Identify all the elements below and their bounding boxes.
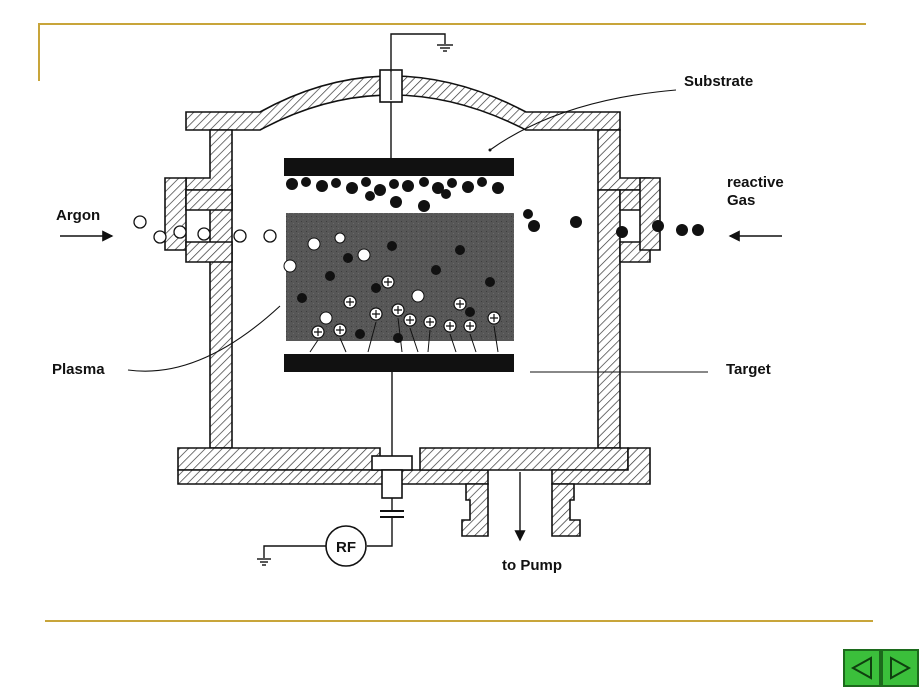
ground-symbol-top	[437, 44, 453, 52]
substrate-leader-line	[489, 89, 677, 151]
frame-left-line	[38, 23, 40, 81]
positive-ions	[311, 275, 501, 339]
plasma-label: Plasma	[52, 361, 105, 378]
previous-slide-button[interactable]	[843, 649, 881, 687]
pump-outlet-left	[461, 483, 489, 537]
argon-atoms	[133, 215, 277, 244]
next-slide-button[interactable]	[881, 649, 919, 687]
rf-label: RF	[336, 539, 356, 556]
chamber-lid	[185, 75, 621, 131]
frame-top-line	[38, 23, 866, 25]
target-label: Target	[726, 361, 771, 378]
argon-label: Argon	[56, 207, 100, 224]
bottom-feedthrough	[371, 455, 413, 471]
reactive-gas-molecules	[523, 209, 704, 238]
ground-wire-top	[390, 33, 446, 72]
pump-outlet-right	[551, 483, 581, 537]
chamber-floor	[177, 447, 381, 471]
argon-inlet-port	[164, 177, 187, 251]
triangle-right-icon	[890, 656, 912, 680]
reactive-gas-label-line1: reactive	[727, 174, 784, 191]
substrate-label: Substrate	[684, 73, 753, 90]
to-pump-label: to Pump	[502, 557, 562, 574]
capacitor-symbol	[380, 510, 404, 518]
ground-wire-bottom	[263, 545, 326, 558]
plasma-particles	[283, 232, 495, 343]
slide-navigation	[843, 649, 919, 687]
substrate-deposit-particles	[286, 177, 504, 212]
plasma-leader-line	[127, 305, 281, 372]
chamber-left-wall	[185, 129, 233, 191]
chamber-walls	[164, 75, 661, 537]
target-electrode	[284, 354, 514, 372]
triangle-left-icon	[850, 656, 872, 680]
reactive-gas-label-line2: Gas	[727, 192, 755, 209]
ground-symbol-bottom	[257, 558, 271, 566]
ion-arrows	[309, 317, 499, 353]
plasma-region	[286, 213, 514, 341]
frame-bottom-line	[45, 620, 873, 622]
substrate-electrode	[284, 158, 514, 176]
